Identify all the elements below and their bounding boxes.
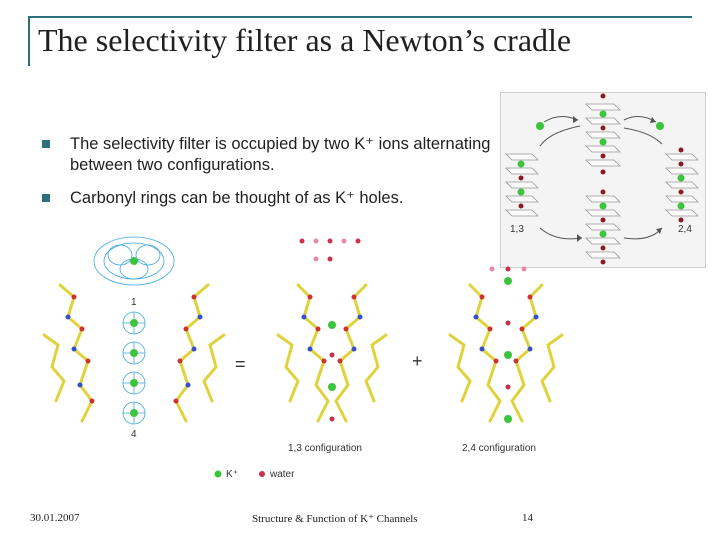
- water-molecule: [313, 256, 319, 262]
- bullet-item: The selectivity filter is occupied by tw…: [42, 134, 492, 176]
- water-molecule: [299, 238, 305, 244]
- potassium-ion: [130, 409, 138, 417]
- site-4-label: 4: [131, 429, 137, 440]
- config-24-panel: 2,4 configuration: [448, 266, 564, 454]
- slide-title: The selectivity filter as a Newton’s cra…: [38, 22, 572, 58]
- plus-sign: +: [412, 351, 423, 371]
- water-molecule: [600, 245, 606, 251]
- water-molecule: [489, 266, 495, 272]
- bullet-text: Carbonyl rings can be thought of as K⁺ h…: [70, 189, 404, 207]
- bullet-square-icon: [42, 140, 50, 148]
- water-legend-icon: [259, 471, 265, 477]
- left-panel-nitrogen-atoms: [65, 314, 203, 388]
- potassium-ion: [517, 160, 525, 168]
- bullet-list: The selectivity filter is occupied by tw…: [42, 134, 492, 221]
- water-molecule: [355, 238, 361, 244]
- potassium-legend-icon: [214, 470, 222, 478]
- arrow-heads: [573, 116, 662, 242]
- water-molecule: [678, 189, 684, 195]
- potassium-ion: [599, 138, 607, 146]
- bullet-item: Carbonyl rings can be thought of as K⁺ h…: [42, 188, 492, 209]
- water-molecule: [678, 147, 684, 153]
- potassium-ion: [599, 110, 607, 118]
- potassium-ion: [599, 202, 607, 210]
- water-molecule: [327, 238, 333, 244]
- water-molecule: [329, 416, 335, 422]
- potassium-ion: [130, 379, 138, 387]
- water-molecule: [600, 93, 606, 99]
- water-molecule: [518, 175, 524, 181]
- water-molecule: [678, 217, 684, 223]
- title-frame-left-rule: [28, 16, 30, 66]
- outgoing-potassium-ion: [656, 122, 664, 130]
- site-1-label: 1: [131, 297, 137, 308]
- title-frame-top-rule: [28, 16, 692, 18]
- potassium-ion: [677, 174, 685, 182]
- incoming-potassium-ion: [536, 122, 544, 130]
- water-molecule: [327, 256, 333, 262]
- water-molecule: [505, 384, 511, 390]
- bullet-text: The selectivity filter is occupied by tw…: [70, 135, 491, 174]
- page-number: 14: [522, 512, 533, 524]
- potassium-ion: [328, 383, 336, 391]
- water-molecule: [521, 266, 527, 272]
- water-molecule: [678, 161, 684, 167]
- legend-k-label: K⁺: [226, 469, 238, 480]
- potassium-ion: [504, 351, 512, 359]
- potassium-ion: [130, 257, 138, 265]
- right-stack: [665, 147, 699, 223]
- water-molecule: [600, 169, 606, 175]
- left-stack: [505, 153, 539, 217]
- figure-legend: K⁺ water: [214, 469, 295, 480]
- water-molecule: [600, 153, 606, 159]
- potassium-ion: [504, 415, 512, 423]
- config-13-panel: 1,3 configuration: [276, 238, 388, 454]
- center-bottom-stack: [585, 189, 621, 265]
- water-molecule: [505, 266, 511, 272]
- water-molecule: [505, 320, 511, 326]
- electron-density-mesh: [93, 236, 175, 425]
- center-top-stack: [585, 93, 621, 175]
- potassium-ion: [130, 349, 138, 357]
- potassium-ion: [504, 277, 512, 285]
- right-stack-label: 2,4: [678, 224, 692, 235]
- water-molecule: [600, 217, 606, 223]
- potassium-ion: [677, 202, 685, 210]
- potassium-ion: [599, 230, 607, 238]
- water-molecule: [341, 238, 347, 244]
- water-molecule: [600, 125, 606, 131]
- transition-arrows: [539, 116, 663, 240]
- water-molecule: [329, 352, 335, 358]
- equals-sign: =: [235, 354, 246, 374]
- left-panel-oxygen-atoms: [71, 294, 197, 404]
- water-molecule: [600, 259, 606, 265]
- bullet-square-icon: [42, 194, 50, 202]
- config-13-label: 1,3 configuration: [288, 443, 362, 454]
- potassium-ion: [517, 188, 525, 196]
- config-24-label: 2,4 configuration: [462, 443, 536, 454]
- water-molecule: [600, 189, 606, 195]
- water-molecule: [518, 203, 524, 209]
- left-stack-label: 1,3: [510, 224, 524, 235]
- selectivity-filter-structure-figure: 1 4 =: [42, 236, 564, 480]
- cradle-cycle-diagram: 1,3 2,4: [500, 92, 706, 268]
- legend-water-label: water: [269, 469, 295, 480]
- potassium-ion: [328, 321, 336, 329]
- footer-title: Structure & Function of K⁺ Channels: [252, 513, 418, 525]
- footer-date: 30.01.2007: [30, 512, 80, 524]
- water-molecule: [313, 238, 319, 244]
- potassium-ion: [130, 319, 138, 327]
